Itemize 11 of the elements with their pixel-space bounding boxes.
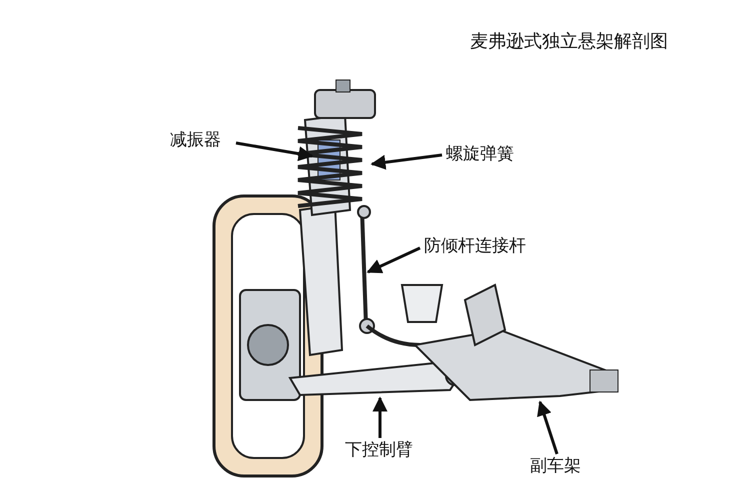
callout-label: 螺旋弹簧 [446,144,514,164]
title: 麦弗逊式独立悬架解剖图 [470,32,668,52]
leader-line [370,154,442,170]
leader-line [537,400,558,454]
leader-line [372,396,388,438]
leader-line [236,142,314,162]
callout-label: 副车架 [530,456,581,476]
leader-line [366,246,421,274]
callout-label: 下控制臂 [345,440,413,460]
callout-label: 减振器 [170,130,221,150]
callout-label: 防倾杆连接杆 [424,236,526,256]
